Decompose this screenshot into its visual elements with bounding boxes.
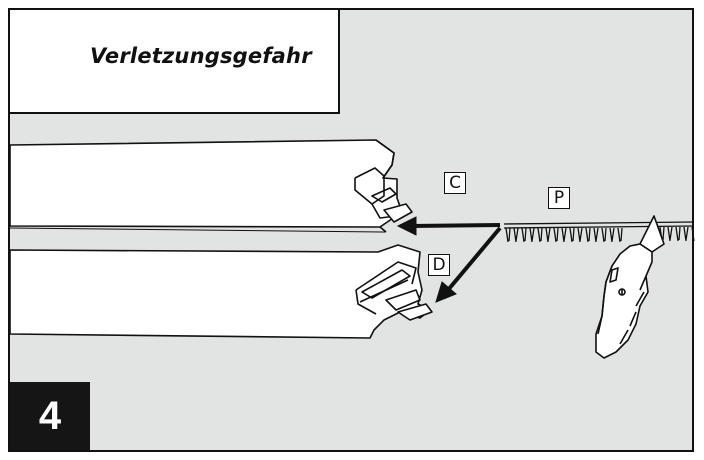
part-label-d: D	[428, 254, 450, 276]
arrow-to-c	[396, 216, 501, 236]
arrow-to-d	[435, 226, 502, 303]
step-badge: 4	[10, 382, 90, 450]
profile-strip-d	[9, 244, 433, 339]
part-label-c: C	[444, 172, 466, 194]
part-label-p: P	[548, 187, 570, 209]
warning-header	[10, 10, 340, 114]
brush-strip-p	[503, 221, 695, 243]
profile-strip-c	[9, 139, 413, 233]
warning-title: Verletzungsgefahr	[90, 44, 312, 68]
utility-knife-icon	[595, 215, 665, 359]
step-number: 4	[38, 393, 62, 438]
